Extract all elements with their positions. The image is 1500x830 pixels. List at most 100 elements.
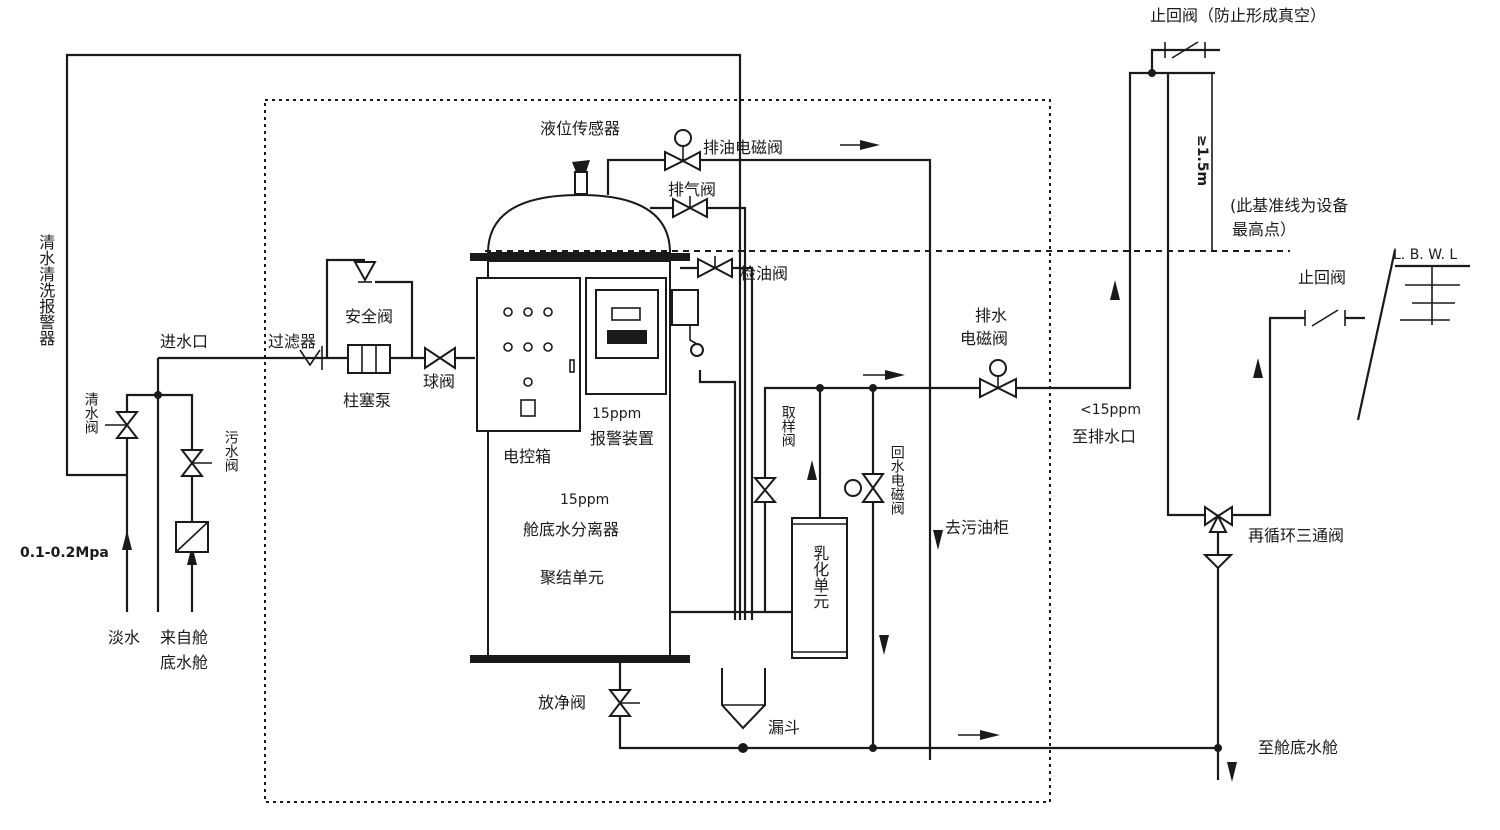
control-knobs (503, 307, 553, 387)
return-valve-bot (861, 486, 885, 503)
bottom-line (618, 663, 1220, 780)
label-recirc-valve: 再循环三通阀 (1248, 526, 1345, 545)
level-sensor-body (574, 171, 588, 195)
label-plunger-pump: 柱塞泵 (343, 391, 392, 410)
tank-flange (470, 253, 690, 261)
bypass-right (375, 280, 414, 358)
return-valve-actuator (844, 479, 862, 497)
label-funnel: 漏斗 (768, 718, 801, 737)
safety-valve-body (353, 261, 377, 283)
vent-valve-r (687, 197, 708, 219)
recirc-valve-l (1204, 505, 1220, 527)
label-vent-valve: 排气阀 (668, 180, 717, 199)
label-discharge-note-2: 至排水口 (1072, 427, 1137, 446)
label-to-sludge: 去污油柜 (945, 518, 1010, 537)
arrow-oil (860, 140, 880, 150)
label-oil-drain-solenoid: 排油电磁阀 (703, 138, 784, 157)
check-top-line (1150, 48, 1220, 73)
plunger-pump (347, 344, 391, 374)
label-to-bilge: 至舱底水舱 (1258, 738, 1339, 757)
recirc-valve-r (1216, 505, 1233, 527)
arrow-fresh (122, 530, 132, 550)
recirc-funnel (1202, 554, 1234, 570)
check-valve-l (697, 257, 718, 279)
label-drain-solenoid-1: 排水 (975, 306, 1008, 325)
control-latch (569, 359, 575, 373)
arrow-bilge (187, 545, 197, 565)
junction-check-top (1148, 69, 1156, 77)
label-return-solenoid: 回水电磁阀 (888, 445, 905, 515)
label-coalescer: 聚结单元 (540, 568, 605, 587)
arrow-sludge (933, 530, 943, 550)
probe-body (671, 289, 699, 326)
junction-bottom (869, 744, 877, 752)
filter-symbol (299, 349, 321, 367)
sample-valve-bot (752, 488, 778, 503)
label-emulsion-unit: 乳化单元 (810, 545, 830, 609)
label-clean-water-alarm: 清水清洗报警器 (36, 234, 56, 346)
drain-valve-r (995, 377, 1017, 399)
label-sewage-valve: 污水阀 (222, 430, 239, 472)
label-fresh-water: 淡水 (108, 628, 141, 647)
discharge-line (763, 71, 1215, 612)
junction-inlet (154, 391, 162, 399)
tank-dome (486, 193, 672, 254)
ball-valve-l (424, 346, 442, 370)
arrow-up-1 (1110, 280, 1120, 300)
arrow-bilge (1227, 762, 1237, 782)
label-sampling-valve: 取样阀 (779, 405, 796, 447)
alarm-screen (595, 289, 659, 359)
oil-drain-line (606, 158, 932, 760)
sewage-valve-bot (179, 461, 205, 477)
ball-valve-r (438, 346, 456, 370)
label-oil-check-valve: 检油阀 (740, 264, 789, 283)
arrow-main (885, 370, 905, 380)
label-baseline-note-1: (此基准线为设备 (1230, 196, 1349, 215)
oil-valve-l (664, 150, 686, 172)
check-top-flap (1171, 41, 1199, 59)
vent-valve-l (672, 197, 693, 219)
label-alarm-1: 15ppm (592, 406, 642, 422)
strainer-diag (175, 521, 209, 553)
label-drain-solenoid-2: 电磁阀 (960, 329, 1009, 348)
hull-line (1356, 249, 1397, 421)
probe-tip (690, 343, 704, 357)
label-discharge-note-1: <15ppm (1080, 402, 1141, 418)
tank-base (470, 655, 690, 663)
sample-valve-top (752, 477, 778, 492)
equipment-boundary (264, 99, 1051, 803)
arrow-return (879, 635, 889, 655)
label-level-sensor: 液位传感器 (540, 119, 621, 138)
control-switch (520, 399, 536, 417)
recirc-right (1232, 316, 1305, 517)
label-check-valve-right: 止回阀 (1298, 268, 1347, 287)
arrow-sample (807, 460, 817, 480)
sewage-line (158, 393, 194, 612)
oil-valve-r (680, 150, 701, 172)
check-valve-r (712, 257, 733, 279)
label-dim-height: ≥1.5m (1193, 135, 1210, 187)
control-box (476, 277, 581, 432)
label-separator-1: 15ppm (560, 492, 610, 508)
clean-valve-bot (114, 423, 140, 439)
probe-link (689, 325, 698, 345)
label-clean-water-valve: 清水阀 (82, 392, 99, 434)
junction-funnel (738, 743, 748, 753)
sewage-valve-top (179, 449, 205, 465)
label-control-box: 电控箱 (503, 447, 552, 466)
label-check-valve-top: 止回阀（防止形成真空） (1150, 6, 1327, 25)
drain-valve-actuator (989, 359, 1007, 377)
label-baseline-note-2: 最高点） (1232, 220, 1297, 239)
return-valve-top (861, 473, 885, 490)
funnel (721, 668, 766, 730)
alarm-keys (607, 330, 647, 344)
label-safety-valve: 安全阀 (345, 307, 394, 326)
alarm-display (611, 307, 641, 321)
oil-valve-actuator (674, 129, 692, 147)
emulsion-unit (791, 517, 848, 659)
check-right-flap (1311, 309, 1339, 327)
arrow-up-2 (1253, 358, 1263, 378)
label-from-bilge-2: 底水舱 (160, 653, 209, 672)
